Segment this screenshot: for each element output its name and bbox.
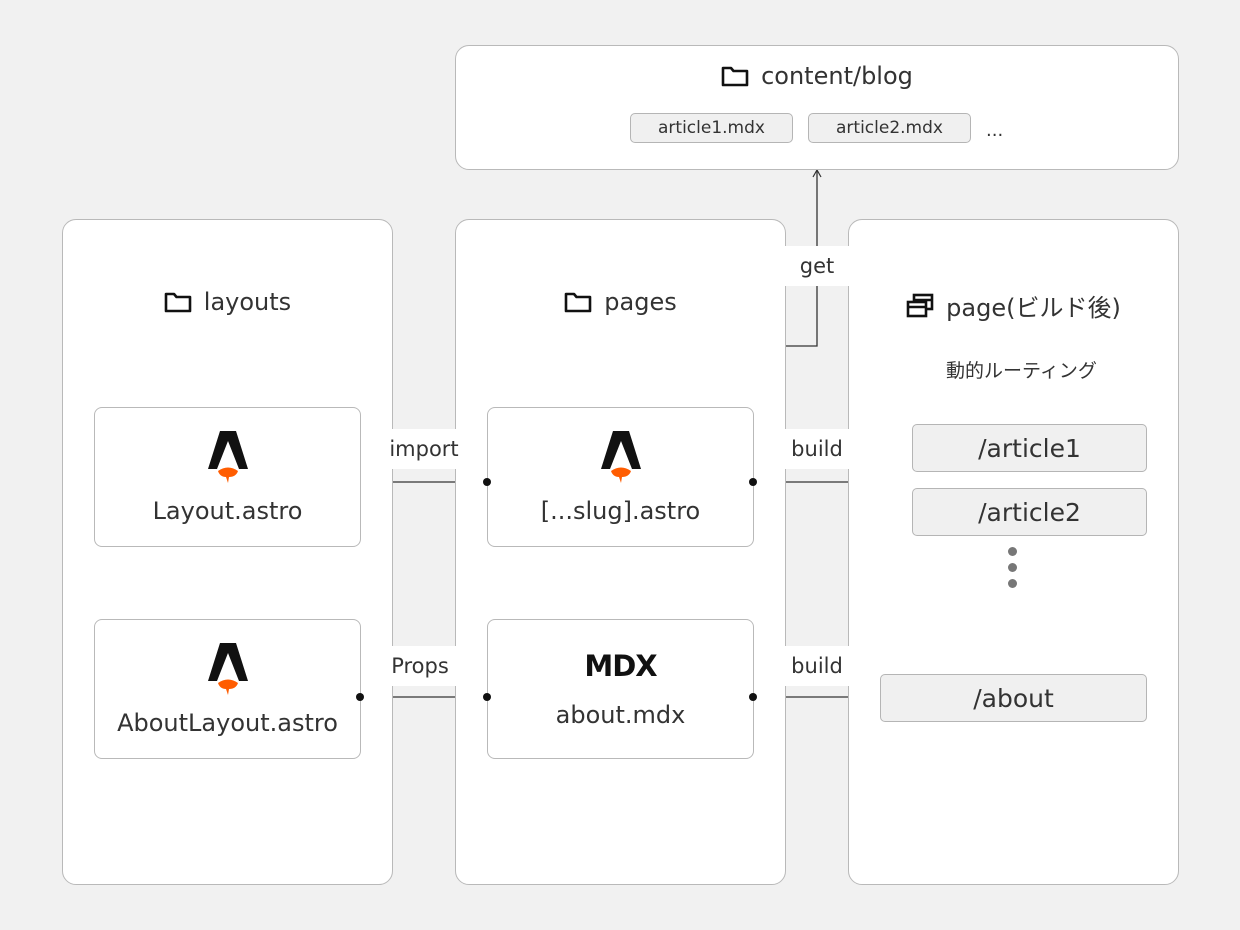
route-label: /article2 [978,497,1081,527]
built-page-panel: page(ビルド後) [848,219,1179,885]
card-name: [...slug].astro [540,497,701,525]
more-routes-dot [1008,547,1017,556]
layouts-label: layouts [203,288,292,316]
route-chip-article2[interactable]: /article2 [912,488,1147,536]
connector-dot [483,693,491,701]
connector-dot [356,693,364,701]
astro-logo-icon [600,429,641,487]
astro-logo-icon [207,429,248,487]
more-routes-dot [1008,563,1017,572]
content-blog-panel: content/blog [455,45,1179,170]
content-blog-title: content/blog [456,62,1178,90]
import-edge-label: import [373,429,475,469]
built-page-title: page(ビルド後) [849,288,1178,323]
more-routes-dot [1008,579,1017,588]
pages-label: pages [604,288,677,316]
layout-astro-card[interactable]: Layout.astro [94,407,361,547]
built-page-label: page(ビルド後) [946,294,1121,322]
folder-icon [564,291,592,313]
file-chip-label: article1.mdx [658,118,765,138]
windows-icon [906,293,934,319]
connector-dot [749,478,757,486]
build-slug-edge-label: build [775,429,859,469]
about-mdx-card[interactable]: MDX about.mdx [487,619,754,759]
get-edge-label: get [783,246,851,286]
layouts-panel: layouts [62,219,393,885]
route-label: /article1 [978,433,1081,463]
props-edge-label: Props [375,646,465,686]
card-name: AboutLayout.astro [117,709,338,737]
card-name: about.mdx [555,701,686,729]
pages-title: pages [456,288,785,316]
connector-dot [749,693,757,701]
file-chip-label: article2.mdx [836,118,943,138]
file-chip-article1[interactable]: article1.mdx [630,113,793,143]
content-blog-label: content/blog [761,62,913,90]
layouts-title: layouts [63,288,392,316]
astro-logo-icon [207,641,248,699]
pages-panel: pages [455,219,786,885]
route-chip-about[interactable]: /about [880,674,1147,722]
slug-astro-card[interactable]: [...slug].astro [487,407,754,547]
dynamic-routing-label: 動的ルーティング [946,360,1097,382]
folder-icon [721,65,749,87]
route-chip-article1[interactable]: /article1 [912,424,1147,472]
card-name: Layout.astro [152,497,303,525]
about-layout-astro-card[interactable]: AboutLayout.astro [94,619,361,759]
build-about-edge-label: build [775,646,859,686]
connector-dot [483,478,491,486]
file-chip-article2[interactable]: article2.mdx [808,113,971,143]
more-files-ellipsis: ... [986,120,1004,141]
mdx-logo-icon: MDX [584,649,657,683]
route-label: /about [973,683,1054,713]
folder-icon [164,291,192,313]
